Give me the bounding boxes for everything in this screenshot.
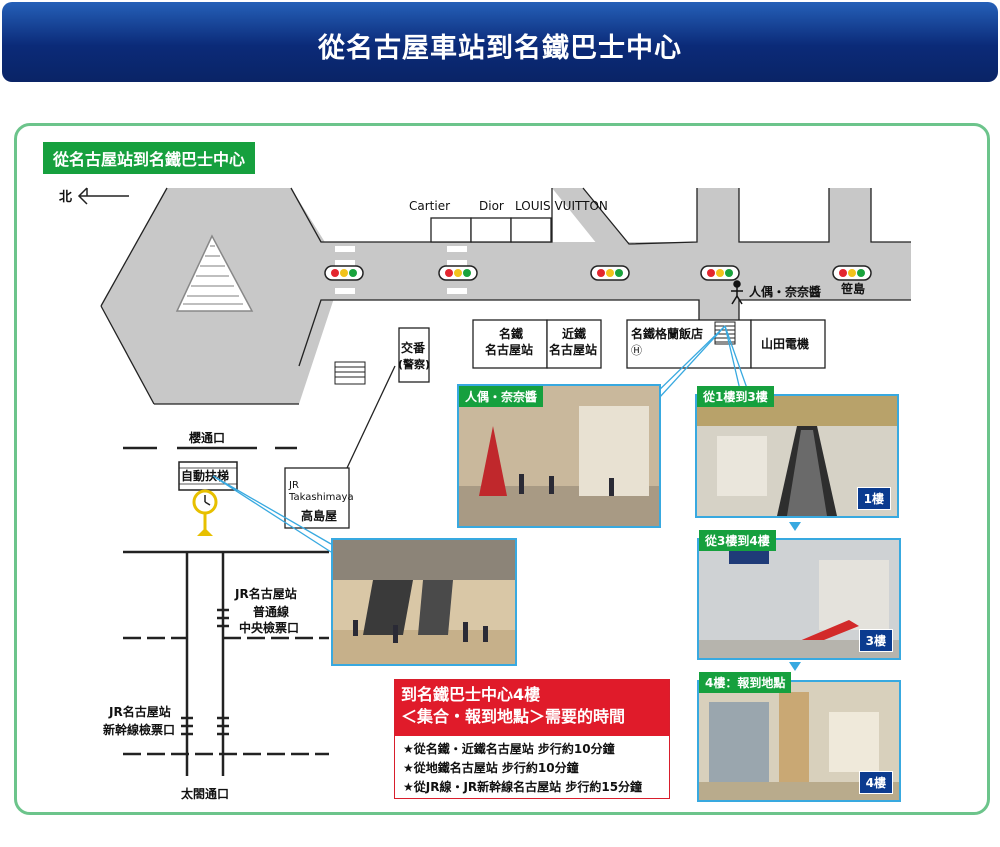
traffic-light-1 — [324, 265, 364, 281]
sakura-exit-label: 櫻通口 — [188, 430, 225, 445]
shop-dior: Dior — [479, 199, 504, 213]
photo-floor-1-badge: 1樓 — [856, 487, 891, 510]
hotel-icon: Ⓗ — [631, 344, 642, 357]
photo-floor-3-to-4-tag: 從3樓到4樓 — [699, 530, 776, 551]
photo-doll — [457, 384, 661, 528]
sasashima-label: 笹島 — [841, 281, 865, 296]
doll-landmark-label: 人偶・奈奈醬 — [749, 284, 821, 299]
takashimaya-label-3: 高島屋 — [301, 508, 337, 523]
kintetsu-station-box — [546, 319, 602, 369]
page-title: 從名古屋車站到名鐵巴士中心 — [318, 33, 682, 64]
takashimaya-label-2: Takashimaya — [288, 492, 354, 503]
meitetsu-label-2: 名古屋站 — [485, 342, 533, 357]
golden-clock-icon — [192, 489, 218, 536]
kintetsu-label-1: 近鐵 — [562, 326, 586, 341]
route-map: 北 Cartier Dior LOUIS VUITTON 人偶・奈奈醬 笹島 名… — [59, 187, 911, 801]
travel-time-item: ★從JR線・JR新幹線名古屋站 步行約15分鐘 — [403, 780, 643, 794]
shop-cartier: Cartier — [409, 199, 450, 213]
traffic-light-4 — [700, 265, 740, 281]
police-label-2: (警察) — [398, 357, 430, 371]
takashimaya-box — [284, 467, 350, 529]
travel-time-item: ★從名鐵・近鐵名古屋站 步行約10分鐘 — [403, 742, 615, 756]
travel-time-header: 到名鐵巴士中心4樓 ＜集合・報到地點＞需要的時間 — [395, 680, 669, 736]
north-street-1 — [697, 188, 739, 244]
map-panel: 北 Cartier Dior LOUIS VUITTON 人偶・奈奈醬 笹島 名… — [14, 123, 990, 815]
photo-concourse — [331, 538, 517, 666]
photo-floor-4: 4樓 — [697, 680, 901, 802]
crosswalk-3 — [600, 302, 628, 318]
taiko-exit-label: 太閤通口 — [181, 786, 229, 801]
doll-figure-icon — [731, 280, 743, 305]
traffic-light-3 — [590, 265, 630, 281]
north-label: 北 — [59, 190, 72, 205]
diagonal-street — [552, 188, 629, 244]
jr-shinkansen-label-2: 新幹線檢票口 — [103, 722, 175, 737]
travel-time-item: ★從地鐵名古屋站 步行約10分鐘 — [403, 761, 579, 775]
kintetsu-label-2: 名古屋站 — [549, 342, 597, 357]
takashimaya-label-1: JR — [288, 480, 299, 491]
traffic-light-5 — [832, 265, 872, 281]
north-street-2 — [829, 188, 871, 244]
travel-time-box: 到名鐵巴士中心4樓 ＜集合・報到地點＞需要的時間 ★從名鐵・近鐵名古屋站 步行約… — [394, 679, 670, 799]
travel-time-title-1: 到名鐵巴士中心4樓 — [401, 685, 541, 704]
shop-dior-box — [470, 217, 512, 243]
jr-conventional-label-2: 普通線 — [253, 604, 289, 619]
photo-floor-3-to-4: 3樓 — [697, 538, 901, 660]
yamada-label: 山田電機 — [761, 336, 809, 351]
grand-hotel-label: 名鐵格蘭飯店 — [631, 326, 703, 341]
police-box — [398, 327, 430, 383]
underground-stairs-icon — [334, 361, 366, 385]
photo-floor-4-tag: 4樓：報到地點 — [699, 672, 792, 693]
traffic-light-2 — [438, 265, 478, 281]
map-title: 從名古屋站到名鐵巴士中心 — [43, 142, 256, 174]
jr-shinkansen-label-1: JR名古屋站 — [108, 704, 171, 719]
down-arrow-icon-2 — [789, 662, 801, 671]
photo-floor-1-to-3: 1樓 — [695, 394, 899, 518]
photo-doll-tag: 人偶・奈奈醬 — [459, 386, 544, 407]
meitetsu-label-1: 名鐵 — [499, 326, 523, 341]
plaza-monument-icon — [175, 234, 254, 312]
stairs-icon — [714, 321, 736, 345]
travel-time-list: ★從名鐵・近鐵名古屋站 步行約10分鐘 ★從地鐵名古屋站 步行約10分鐘 ★從J… — [395, 736, 669, 801]
shop-cartier-box — [430, 217, 472, 243]
shop-lv-box — [510, 217, 552, 243]
yamada-box — [750, 319, 826, 369]
travel-time-title-2: ＜集合・報到地點＞需要的時間 — [401, 707, 626, 726]
shop-lv: LOUIS VUITTON — [515, 199, 608, 213]
jr-conventional-label-3: 中央檢票口 — [239, 620, 299, 635]
photo-floor-4-badge: 4樓 — [858, 771, 893, 794]
jr-conventional-label-1: JR名古屋站 — [234, 586, 297, 601]
photo-floor-3-badge: 3樓 — [858, 629, 893, 652]
police-label-1: 交番 — [401, 340, 426, 355]
down-arrow-icon-1 — [789, 522, 801, 531]
page-header: 從名古屋車站到名鐵巴士中心 — [2, 2, 998, 82]
photo-floor-1-to-3-tag: 從1樓到3樓 — [697, 386, 774, 407]
meitetsu-station-box — [472, 319, 548, 369]
north-arrow-icon — [77, 187, 129, 205]
